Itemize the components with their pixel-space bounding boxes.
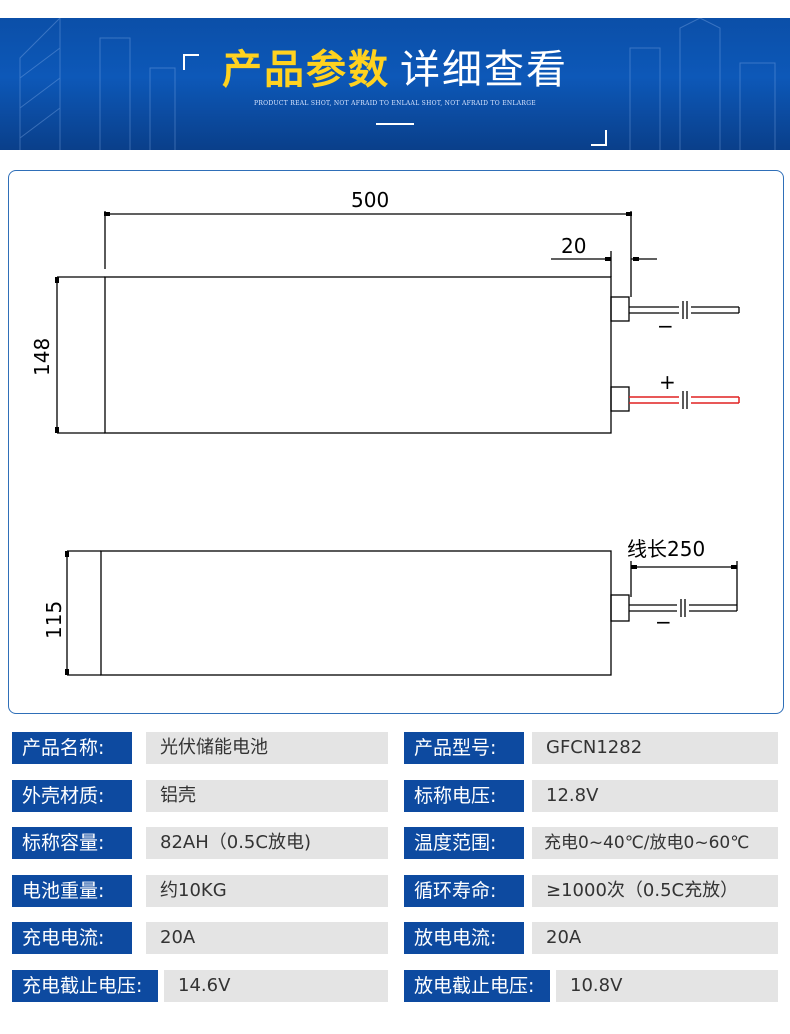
spec-label: 标称电压:: [404, 780, 524, 812]
spec-value: 铝壳: [146, 780, 388, 812]
spec-label: 放电截止电压:: [404, 970, 550, 1002]
spec-label: 电池重量:: [12, 875, 132, 907]
terminal-positive: [610, 386, 630, 412]
positive-label: +: [659, 370, 676, 394]
banner-title-rest: 详细查看: [400, 47, 568, 93]
banner-title: 产品参数详细查看: [0, 44, 790, 96]
spec-label: 标称容量:: [12, 827, 132, 859]
spec-value: 20A: [146, 922, 388, 954]
spec-row: 产品名称: 光伏储能电池 产品型号: GFCN1282: [0, 732, 790, 764]
battery-side-view: [100, 550, 612, 676]
spec-value: 光伏储能电池: [146, 732, 388, 764]
spec-value: ≥1000次（0.5C充放）: [532, 875, 778, 907]
spec-value: 20A: [532, 922, 778, 954]
banner-title-highlight: 产品参数: [222, 47, 390, 93]
spec-row: 标称容量: 82AH（0.5C放电) 温度范围: 充电0~40℃/放电0~60℃: [0, 827, 790, 859]
header-banner: 产品参数详细查看 PRODUCT REAL SHOT, NOT AFRAID T…: [0, 18, 790, 150]
banner-underline: [376, 123, 414, 125]
spec-label: 充电电流:: [12, 922, 132, 954]
spec-label: 产品型号:: [404, 732, 524, 764]
spec-row: 充电截止电压: 14.6V 放电截止电压: 10.8V: [0, 970, 790, 1002]
positive-wire: [629, 396, 740, 404]
spec-value: 充电0~40℃/放电0~60℃: [532, 827, 778, 859]
spec-row: 外壳材质: 铝壳 标称电压: 12.8V: [0, 780, 790, 812]
spec-label: 循环寿命:: [404, 875, 524, 907]
width-dimension-label: 500: [351, 188, 389, 212]
depth-dimension-label: 115: [42, 601, 66, 639]
banner-subtitle: PRODUCT REAL SHOT, NOT AFRAID TO ENLAAL …: [254, 100, 536, 107]
terminal-side: [610, 594, 630, 622]
corner-bracket-bottom-right: [591, 130, 607, 146]
spec-label: 外壳材质:: [12, 780, 132, 812]
spec-value: 10.8V: [556, 970, 778, 1002]
offset-dimension-label: 20: [561, 234, 586, 258]
city-skyline-graphic: [19, 18, 776, 150]
battery-top-view: [104, 276, 612, 434]
spec-value: 82AH（0.5C放电): [146, 827, 388, 859]
dimension-drawing-panel: 500 20 148 − + 线长250 115 −: [8, 170, 784, 714]
dimension-drawing: 500 20 148 − + 线长250 115 −: [30, 188, 740, 676]
spec-value: 12.8V: [532, 780, 778, 812]
spec-label: 充电截止电压:: [12, 970, 158, 1002]
spec-label: 产品名称:: [12, 732, 132, 764]
height-dimension-label: 148: [30, 338, 54, 376]
terminal-negative: [610, 296, 630, 322]
spec-value: 14.6V: [164, 970, 388, 1002]
spec-value: GFCN1282: [532, 732, 778, 764]
spec-row: 电池重量: 约10KG 循环寿命: ≥1000次（0.5C充放）: [0, 875, 790, 907]
wire-length-label: 线长250: [627, 537, 705, 561]
spec-label: 温度范围:: [404, 827, 524, 859]
spec-label: 放电电流:: [404, 922, 524, 954]
spec-value: 约10KG: [146, 875, 388, 907]
negative-label-bottom: −: [655, 610, 672, 634]
corner-bracket-top-left: [183, 54, 199, 70]
negative-label-top: −: [657, 314, 674, 338]
spec-row: 充电电流: 20A 放电电流: 20A: [0, 922, 790, 954]
